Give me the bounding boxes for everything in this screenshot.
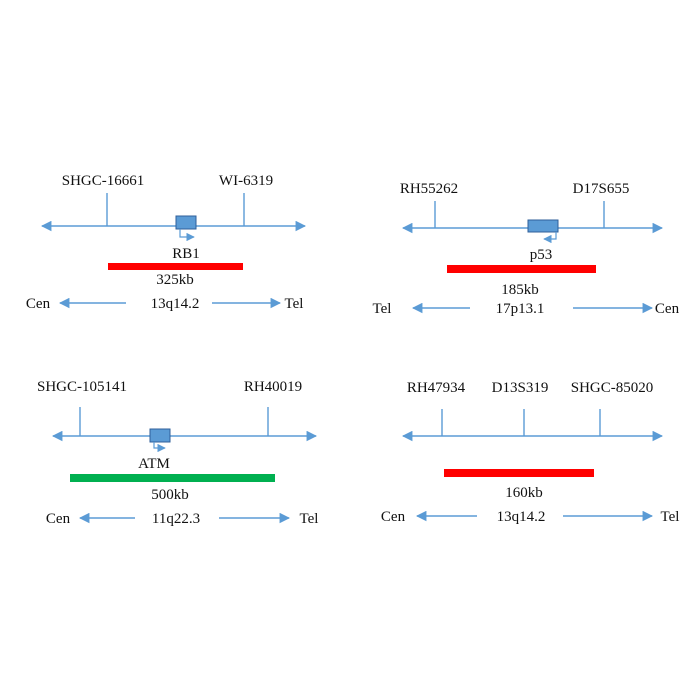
gene-box [149, 428, 171, 443]
orientation-left-label: Cen [26, 296, 51, 312]
marker-label: SHGC-16661 [62, 173, 145, 189]
orientation-right-label: Tel [300, 511, 319, 527]
marker-label: SHGC-85020 [571, 380, 654, 396]
marker-label: SHGC-105141 [37, 379, 127, 395]
orientation-right-label: Cen [655, 301, 680, 317]
gene-label: RB1 [172, 246, 200, 262]
orientation-right-label: Tel [285, 296, 304, 312]
marker-label: D13S319 [492, 380, 549, 396]
marker-label: RH40019 [244, 379, 302, 395]
marker-label: WI-6319 [219, 173, 273, 189]
probe-bar [447, 265, 596, 273]
marker-label: D17S655 [573, 181, 630, 197]
cytoband-label: 11q22.3 [152, 511, 200, 527]
probe-size-label: 500kb [151, 487, 189, 503]
probe-size-label: 160kb [505, 485, 543, 501]
probe-bar [70, 474, 275, 482]
cytoband-label: 17p13.1 [496, 301, 545, 317]
orientation-left-label: Cen [381, 509, 406, 525]
probe-bar [444, 469, 594, 477]
probe-size-label: 185kb [501, 282, 539, 298]
promoter-arrow [543, 232, 557, 244]
cytoband-label: 13q14.2 [497, 509, 546, 525]
gene-label: ATM [138, 456, 170, 472]
probe-size-label: 325kb [156, 272, 194, 288]
marker-label: RH47934 [407, 380, 466, 396]
marker-label: RH55262 [400, 181, 458, 197]
probe-bar [108, 263, 243, 270]
gene-label: p53 [530, 247, 553, 263]
cytoband-label: 13q14.2 [151, 296, 200, 312]
gene-box [175, 215, 197, 230]
orientation-right-label: Tel [661, 509, 680, 525]
orientation-left-label: Cen [46, 511, 71, 527]
gene-box [527, 219, 559, 233]
promoter-arrow [153, 442, 166, 453]
promoter-arrow [179, 229, 195, 242]
orientation-left-label: Tel [373, 301, 392, 317]
